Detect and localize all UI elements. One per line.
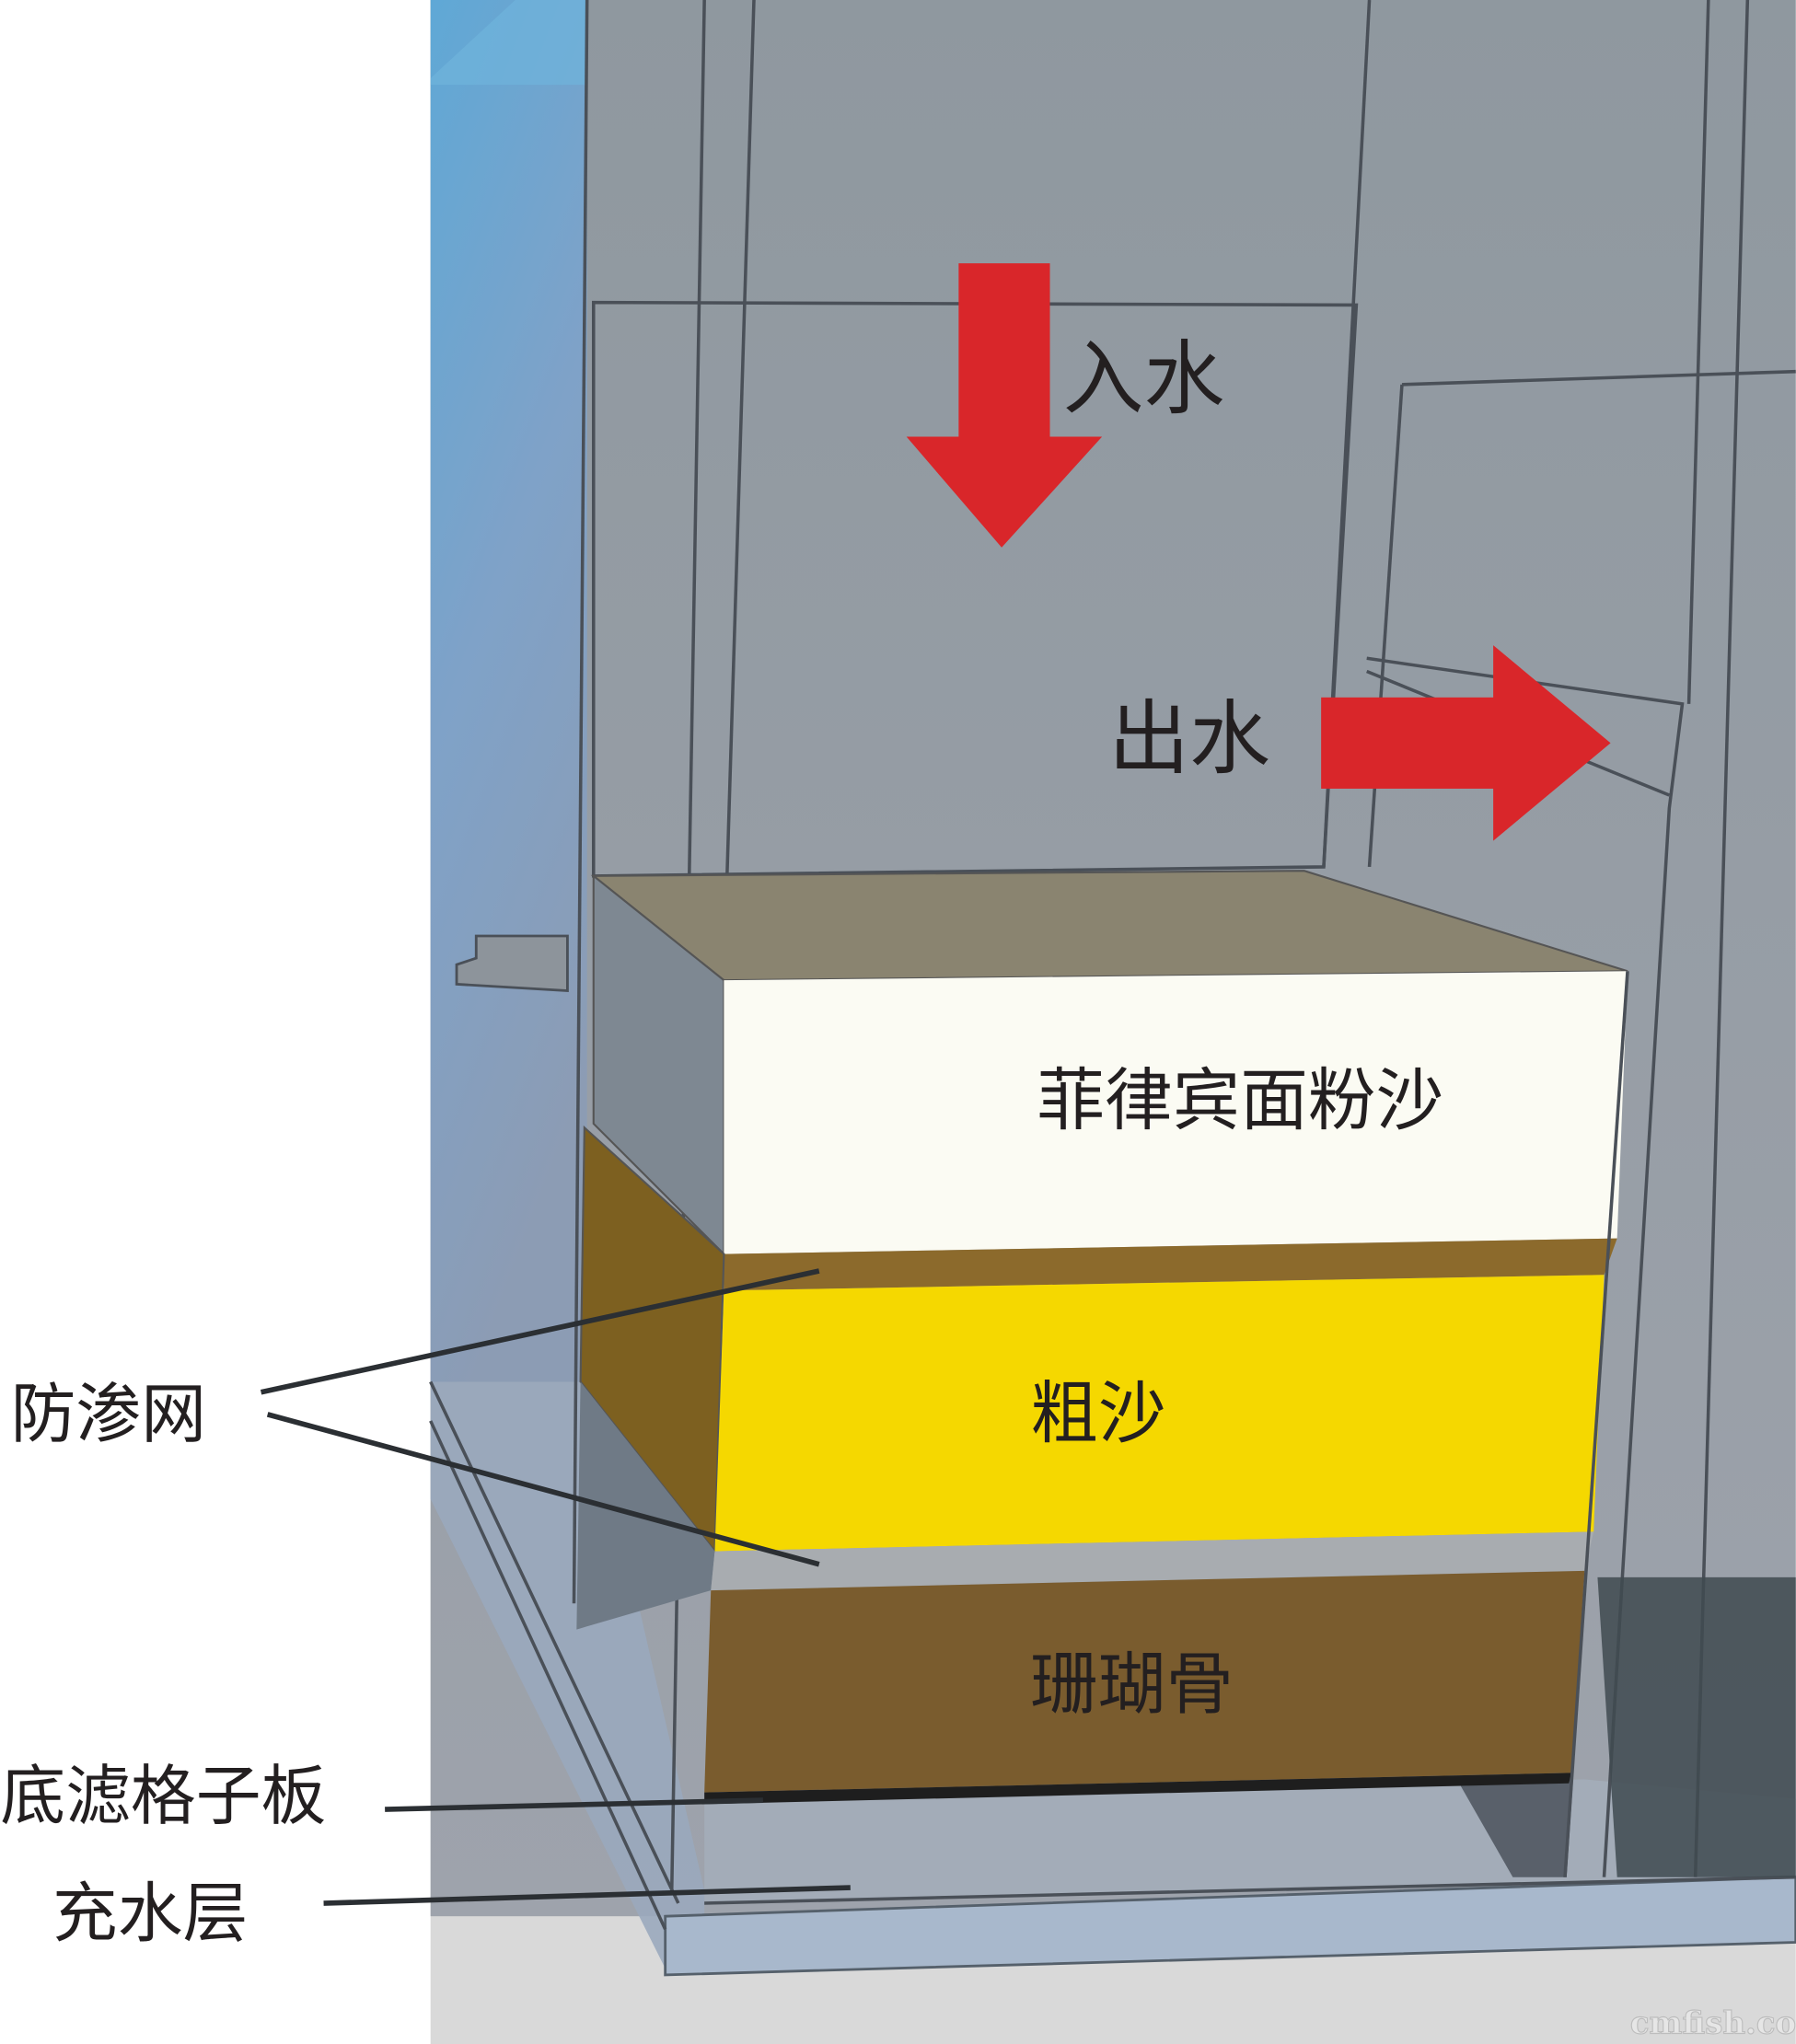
tank-side-panel — [430, 0, 587, 1382]
bottom-filter-grid-label: 底滤格子板 — [0, 1758, 326, 1834]
water-in-arrow-icon — [906, 263, 1103, 548]
layer-top-sand — [590, 870, 1628, 1257]
water-out-label: 出水 — [1108, 691, 1270, 786]
divider-foot — [1460, 1779, 1572, 1877]
anti-seep-gap — [576, 1381, 1594, 1630]
tank-top-edge — [430, 0, 587, 86]
layer-bottom-coral — [704, 1570, 1585, 1805]
water-layer-label: 充水层 — [52, 1875, 248, 1951]
divider-edge — [1563, 971, 1629, 1877]
anti-seep-mesh-label: 防渗网 — [11, 1376, 206, 1452]
watermark: cmfish.com — [1630, 2005, 1796, 2042]
leader-lines — [260, 1268, 851, 1906]
layer-middle-label: 粗沙 — [1030, 1375, 1165, 1453]
water-out-arrow-icon — [1321, 645, 1611, 841]
outlet-pipe — [455, 934, 569, 993]
layer-middle-coarse-sand — [579, 1125, 1617, 1554]
water-in-label: 入水 — [1063, 331, 1225, 426]
layer-bottom-label: 珊瑚骨 — [1030, 1646, 1234, 1725]
sump-shadow — [1597, 1576, 1796, 1877]
layer-top-label: 菲律宾面粉沙 — [1037, 1062, 1443, 1140]
